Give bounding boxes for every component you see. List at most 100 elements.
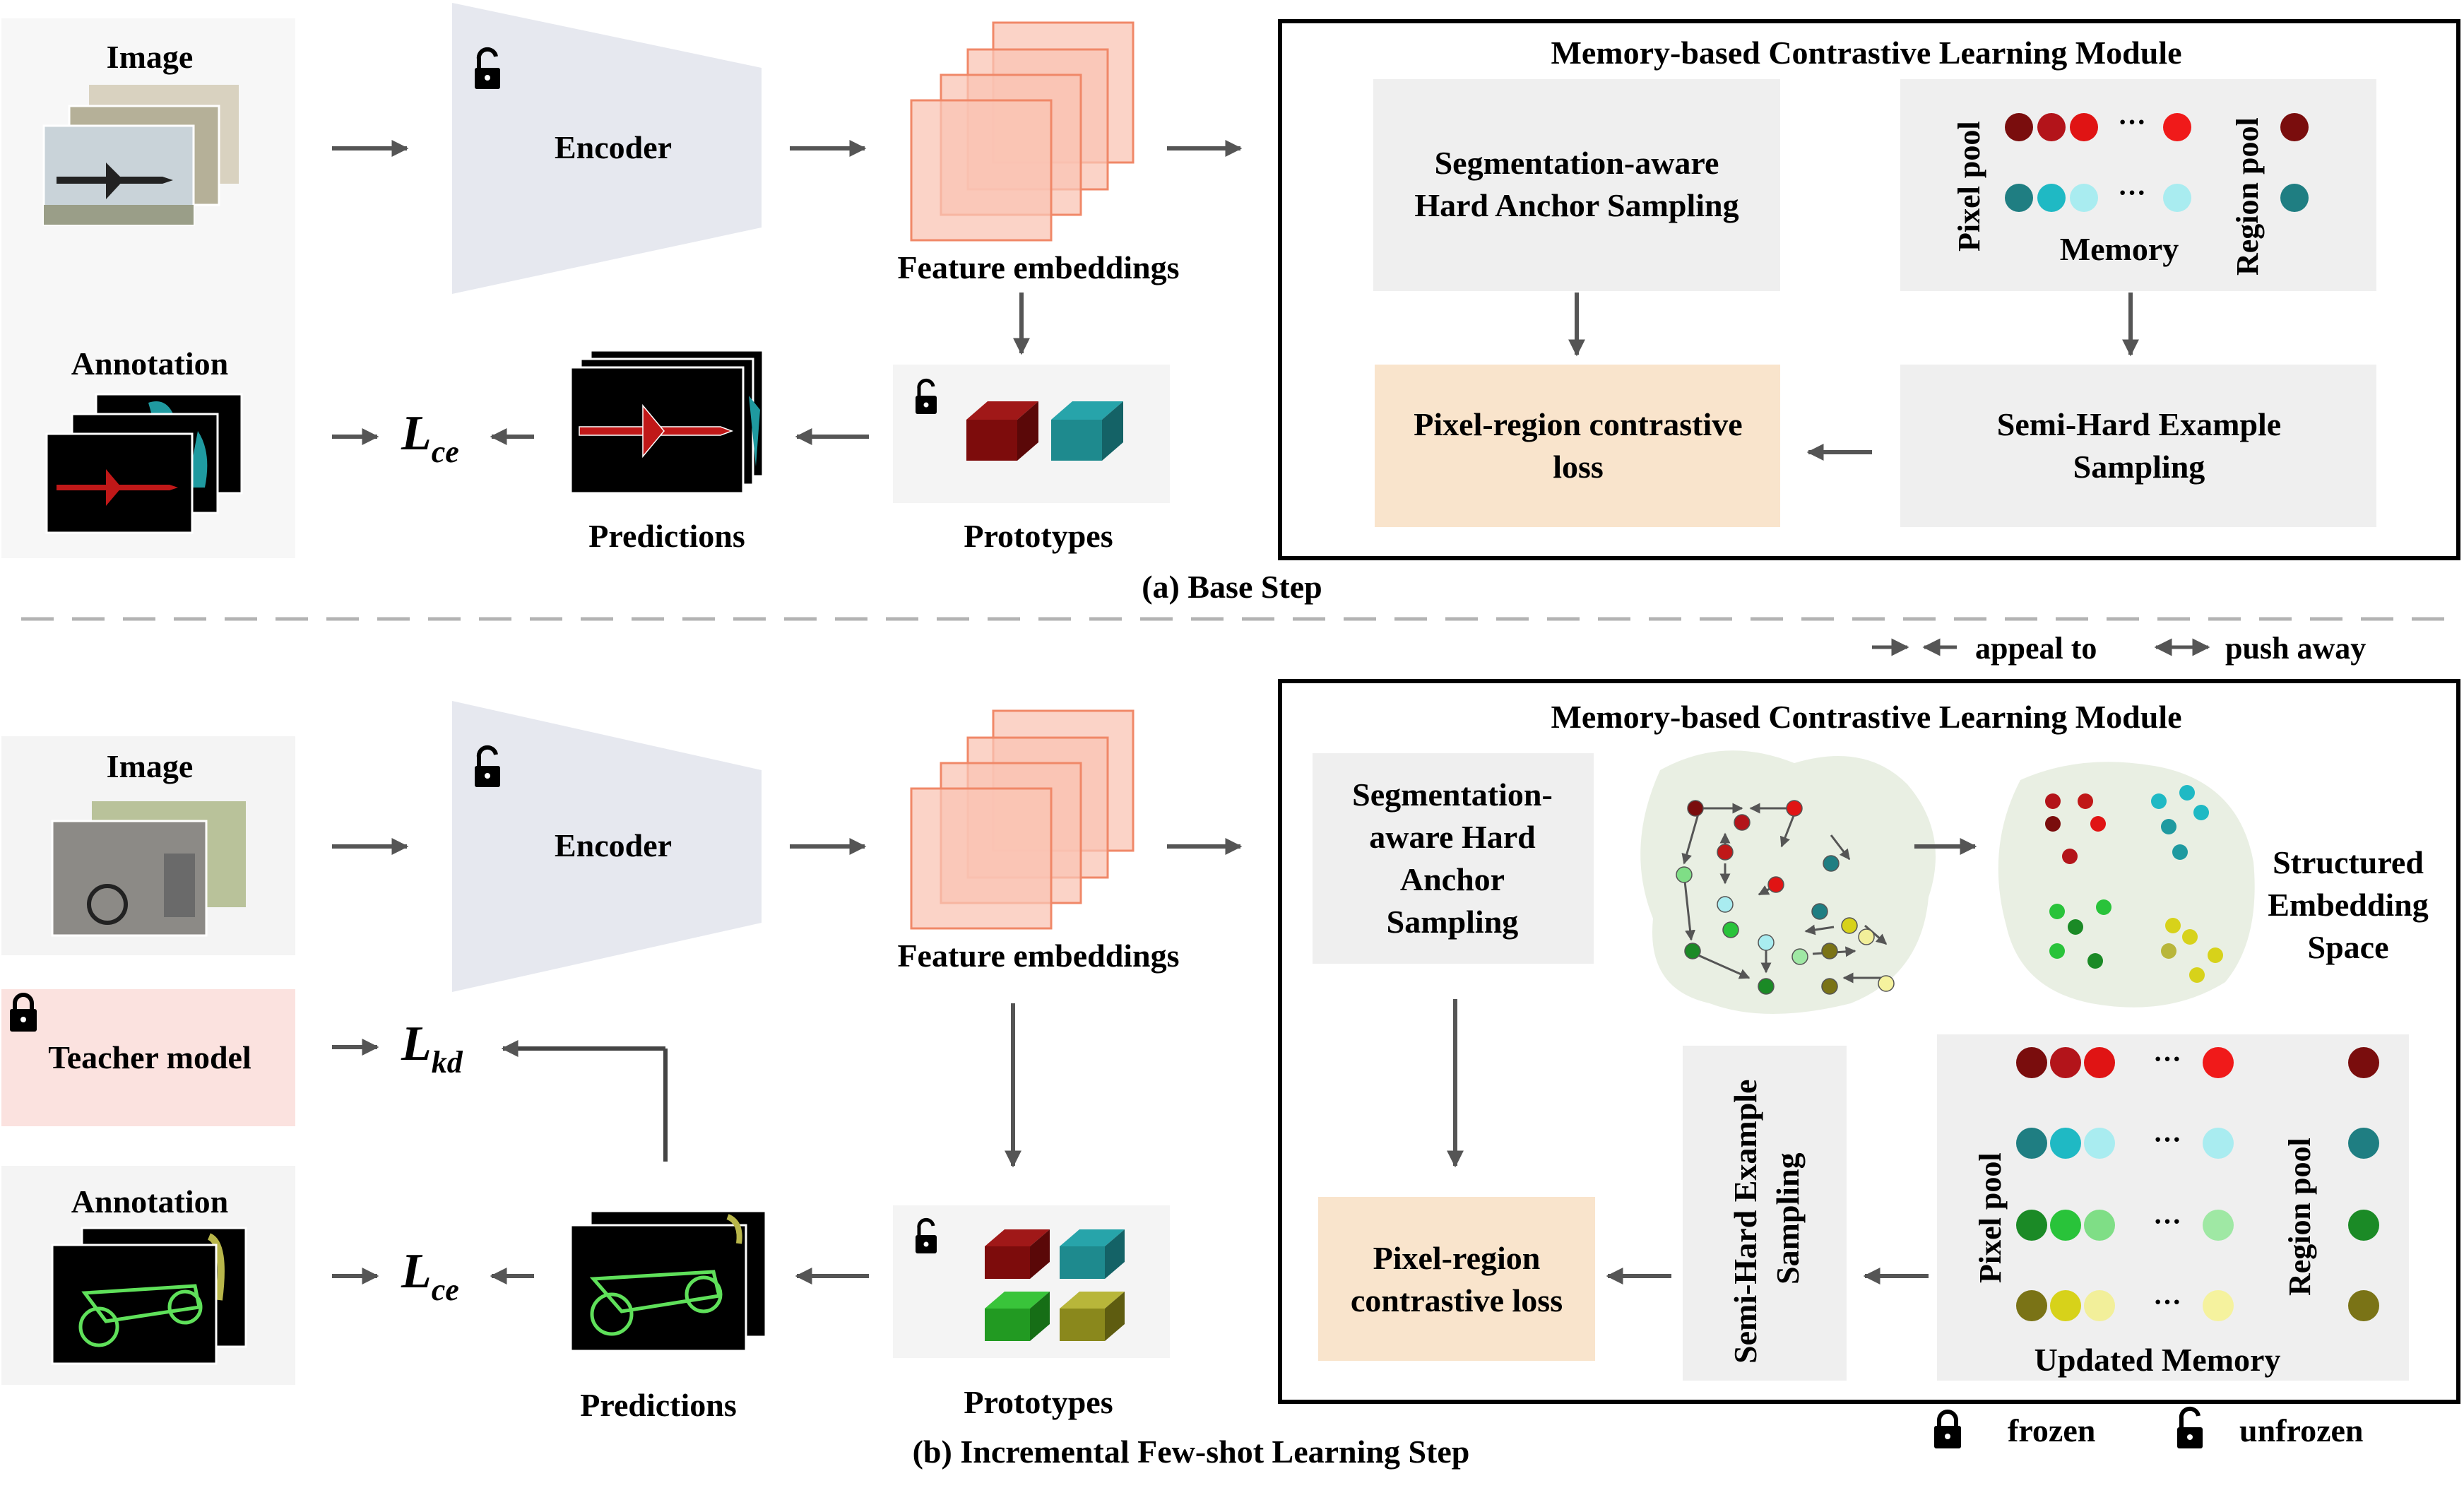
unfrozen-lock-icon (916, 1217, 937, 1253)
structured-red-cluster (2045, 793, 2106, 864)
prototype-cube-red (985, 1229, 1050, 1279)
memory-region-teal (2280, 184, 2309, 212)
memory-dots: ··· (2153, 1286, 2181, 1318)
frozen-label: frozen (2008, 1412, 2095, 1448)
unfrozen-lock-icon (916, 378, 937, 414)
contrastive-loss-line2: loss (1553, 449, 1604, 485)
image-label: Image (107, 39, 194, 75)
input-image-stack (51, 801, 246, 937)
incremental-step-panel: Image Teacher model Annotation (1, 679, 2460, 1470)
feature-embeddings-stack (910, 21, 1135, 242)
prototype-cube-teal (1051, 401, 1123, 461)
contrastive-loss-box (1375, 365, 1780, 527)
memory-pixel-row-red (2005, 113, 2191, 141)
contrastive-loss-line2: contrastive loss (1351, 1282, 1563, 1318)
base-step-caption: (a) Base Step (1142, 569, 1322, 605)
annotation-stack (51, 1227, 247, 1365)
annotation-stack (45, 393, 243, 534)
loss-ce-label: Lce (401, 406, 459, 469)
annotation-label: Annotation (71, 346, 228, 382)
prototype-cube-olive (1060, 1292, 1125, 1341)
encoder-label: Encoder (555, 827, 672, 863)
memory-dots: ··· (2118, 106, 2146, 138)
feature-embeddings-label: Feature embeddings (897, 249, 1179, 285)
prototype-cube-green (985, 1292, 1050, 1341)
prototypes-label: Prototypes (964, 518, 1113, 554)
structured-green-cluster (2049, 899, 2111, 969)
prototypes-label: Prototypes (964, 1384, 1113, 1420)
memory-label: Memory (2060, 231, 2179, 267)
unfrozen-lock-icon (2177, 1406, 2203, 1448)
memory-dots: ··· (2153, 1043, 2181, 1075)
annotation-label: Annotation (71, 1183, 228, 1220)
unstructured-embedding-blob (1640, 750, 1936, 1014)
hard-anchor-line1: Segmentation-aware (1435, 145, 1719, 181)
encoder-shape (452, 701, 762, 992)
updated-memory-box (1937, 1034, 2409, 1381)
semihard-sampling-box (1900, 365, 2376, 527)
contrastive-loss-line1: Pixel-region (1373, 1240, 1541, 1276)
feature-embeddings-stack (910, 709, 1135, 930)
pixel-pool-label: Pixel pool (1973, 1152, 2008, 1283)
predictions-stack (569, 1210, 767, 1352)
hard-anchor-sampling-box (1313, 753, 1594, 964)
prototype-cube-red (966, 401, 1038, 461)
image-label: Image (107, 748, 194, 784)
updated-memory-row-yellow (2016, 1290, 2379, 1321)
semihard-line1: Semi-Hard Example (1997, 406, 2281, 442)
structured-line2: Embedding (2268, 887, 2429, 923)
structured-line1: Structured (2273, 844, 2424, 880)
semihard-line2: Sampling (2073, 449, 2205, 485)
structured-yellow-cluster (2161, 918, 2223, 983)
teacher-model-label: Teacher model (48, 1039, 251, 1075)
module-title: Memory-based Contrastive Learning Module (1551, 35, 2181, 71)
loss-kd-label: Lkd (401, 1017, 463, 1080)
hard-anchor-line2: Hard Anchor Sampling (1414, 187, 1739, 223)
updated-memory-row-red (2016, 1047, 2379, 1078)
hard-anchor-line2: aware Hard (1369, 819, 1536, 855)
base-step-panel: Image Annotation Encoder (1, 3, 2460, 605)
updated-memory-row-green (2016, 1210, 2379, 1241)
memory-region-red (2280, 113, 2309, 141)
predictions-label: Predictions (588, 518, 745, 554)
contrastive-module-box (1278, 19, 2460, 560)
appeal-label: appeal to (1975, 631, 2097, 666)
region-pool-label: Region pool (2282, 1138, 2317, 1296)
predictions-stack (569, 349, 764, 495)
legend-arrows: appeal to push away (1872, 631, 2366, 666)
pixel-pool-label: Pixel pool (1952, 121, 1986, 252)
updated-memory-row-teal (2016, 1128, 2379, 1159)
module-title: Memory-based Contrastive Learning Module (1551, 699, 2181, 735)
encoder-shape (452, 3, 762, 294)
memory-dots: ··· (2153, 1123, 2181, 1155)
semihard-line2: Sampling (1770, 1152, 1806, 1285)
unstructured-points (1676, 800, 1895, 995)
semihard-sampling-box (1683, 1046, 1847, 1381)
loss-ce-label: Lce (401, 1244, 459, 1307)
push-label: push away (2225, 631, 2366, 666)
frozen-lock-icon (1934, 1410, 1961, 1448)
unfrozen-lock-icon (475, 47, 500, 89)
frozen-lock-icon (10, 993, 37, 1032)
contrastive-module-box (1278, 679, 2460, 1404)
region-pool-label: Region pool (2230, 117, 2265, 276)
unfrozen-label: unfrozen (2239, 1412, 2364, 1448)
contrastive-loss-line1: Pixel-region contrastive (1414, 406, 1742, 442)
feature-embeddings-label: Feature embeddings (897, 938, 1179, 974)
structured-embedding-blob (1998, 762, 2255, 1008)
input-image-stack (42, 85, 239, 226)
prototype-cube-teal (1060, 1229, 1125, 1279)
unfrozen-lock-icon (475, 745, 500, 787)
encoder-label: Encoder (555, 129, 672, 165)
structured-line3: Space (2308, 929, 2389, 965)
contrastive-loss-box (1318, 1197, 1595, 1361)
incremental-step-caption: (b) Incremental Few-shot Learning Step (913, 1434, 1470, 1470)
updated-memory-label: Updated Memory (2034, 1342, 2281, 1378)
memory-pixel-row-teal (2005, 184, 2191, 212)
hard-anchor-line4: Sampling (1387, 904, 1519, 940)
predictions-label: Predictions (580, 1387, 736, 1423)
hard-anchor-line1: Segmentation- (1352, 777, 1553, 813)
structured-teal-cluster (2151, 785, 2209, 860)
semihard-line1: Semi-Hard Example (1727, 1080, 1763, 1364)
